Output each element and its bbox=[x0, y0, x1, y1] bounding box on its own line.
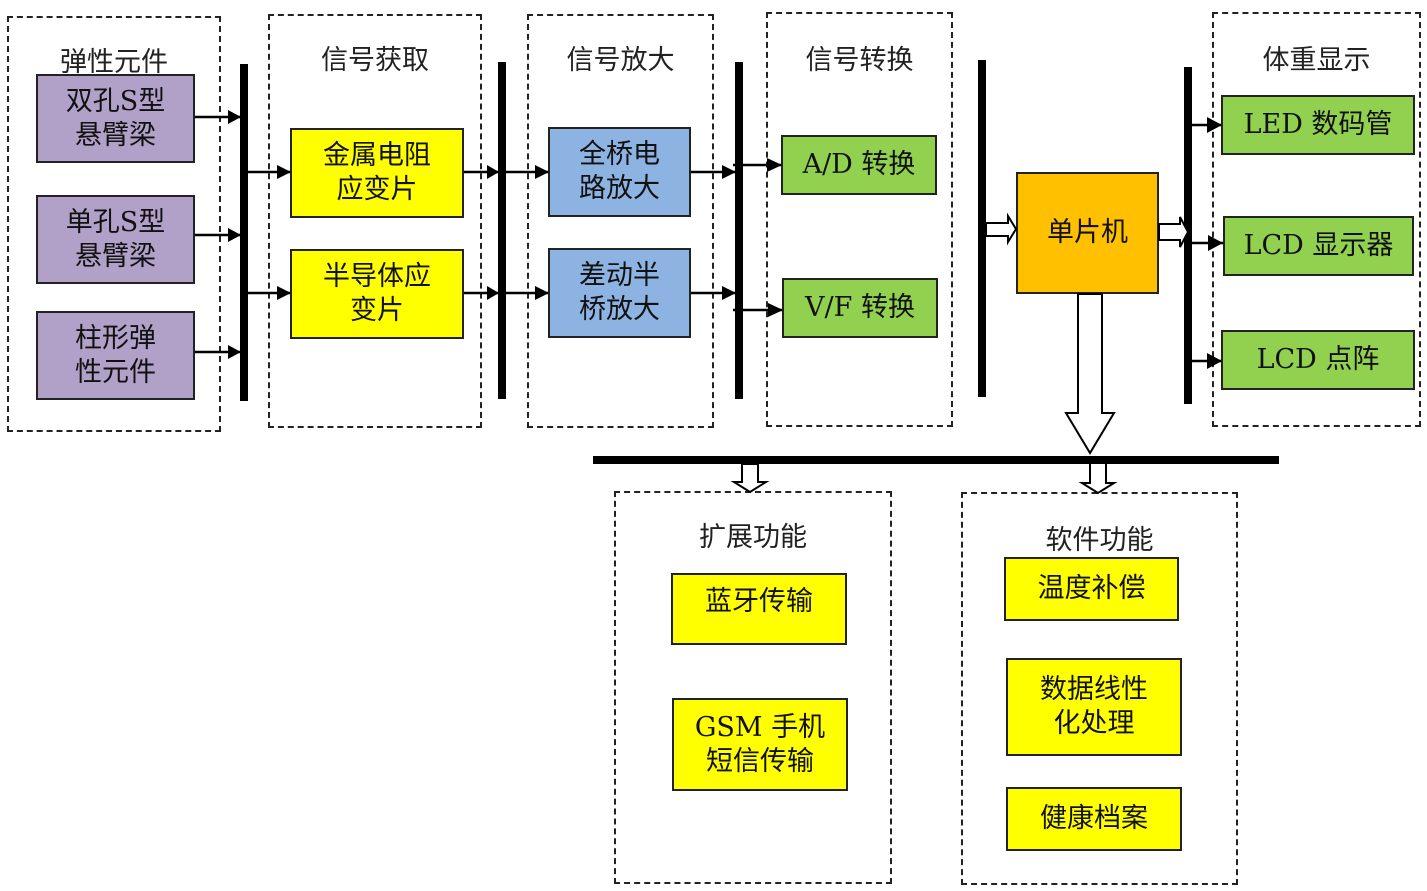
group-extension: 扩展功能 bbox=[614, 491, 892, 884]
bus-bar-5 bbox=[1184, 67, 1192, 404]
arrowheads-amplify-out bbox=[722, 165, 736, 300]
group-elastic: 弹性元件 bbox=[7, 16, 221, 432]
group-title-elastic: 弹性元件 bbox=[60, 47, 168, 78]
arrowheads-convert bbox=[767, 158, 783, 317]
bus-bar-horizontal bbox=[593, 456, 1279, 464]
hollow-arrow-mcu-to-hbus bbox=[1064, 293, 1116, 455]
box-single-hole-s-beam: 单孔S型 悬臂梁 bbox=[36, 195, 195, 284]
hollow-arrow-mcu-to-bus bbox=[1158, 216, 1190, 248]
box-led-digital-tube: LED 数码管 bbox=[1221, 95, 1415, 155]
box-vf-convert: V/F 转换 bbox=[782, 278, 938, 338]
group-acquire: 信号获取 bbox=[268, 14, 482, 428]
arrowheads-display bbox=[1207, 117, 1223, 369]
group-title-amplify: 信号放大 bbox=[566, 45, 675, 76]
hollow-arrow-bus-to-mcu bbox=[985, 212, 1018, 246]
group-convert: 信号转换 bbox=[766, 12, 953, 427]
box-bluetooth: 蓝牙传输 bbox=[671, 573, 847, 645]
arrowheads-acquire bbox=[277, 165, 291, 300]
box-health-record: 健康档案 bbox=[1006, 787, 1182, 851]
group-title-acquire: 信号获取 bbox=[321, 45, 429, 76]
box-lcd-display: LCD 显示器 bbox=[1223, 216, 1414, 276]
box-ad-convert: A/D 转换 bbox=[781, 135, 937, 195]
box-gsm-sms: GSM 手机 短信传输 bbox=[672, 698, 848, 791]
box-semiconductor-strain-gauge: 半导体应 变片 bbox=[290, 249, 464, 339]
hollow-arrow-hbus-to-software bbox=[1078, 462, 1118, 495]
arrowheads-acquire-out bbox=[487, 165, 499, 300]
box-lcd-dot-matrix: LCD 点阵 bbox=[1221, 330, 1415, 390]
arrowheads-amplify bbox=[535, 165, 549, 300]
arrow-bus-to-amplify bbox=[506, 170, 548, 295]
box-column-elastic: 柱形弹 性元件 bbox=[36, 311, 195, 400]
group-display: 体重显示 bbox=[1212, 12, 1421, 427]
arrow-amplify-to-bus bbox=[691, 170, 735, 295]
group-title-extension: 扩展功能 bbox=[699, 522, 807, 553]
group-amplify: 信号放大 bbox=[527, 14, 714, 428]
arrow-bus-to-acquire bbox=[248, 170, 290, 295]
box-diff-half-bridge-amp: 差动半 桥放大 bbox=[548, 248, 691, 338]
box-double-hole-s-beam: 双孔S型 悬臂梁 bbox=[36, 74, 195, 163]
arrow-acquire-to-bus bbox=[464, 170, 498, 295]
box-full-bridge-amp: 全桥电 路放大 bbox=[548, 127, 691, 217]
box-mcu: 单片机 bbox=[1016, 172, 1159, 294]
arrowheads-elastic bbox=[228, 110, 241, 359]
box-data-linearization: 数据线性 化处理 bbox=[1006, 658, 1182, 756]
bus-bar-2 bbox=[498, 62, 506, 399]
group-title-software: 软件功能 bbox=[1045, 525, 1154, 556]
bus-bar-3 bbox=[735, 62, 743, 399]
group-title-display: 体重显示 bbox=[1262, 45, 1371, 76]
bus-bar-4 bbox=[978, 60, 986, 397]
box-metal-strain-gauge: 金属电阻 应变片 bbox=[290, 128, 464, 218]
hollow-arrow-hbus-to-extension bbox=[730, 463, 770, 494]
box-temp-compensation: 温度补偿 bbox=[1004, 557, 1179, 621]
bus-bar-1 bbox=[240, 64, 248, 401]
group-title-convert: 信号转换 bbox=[805, 45, 914, 76]
